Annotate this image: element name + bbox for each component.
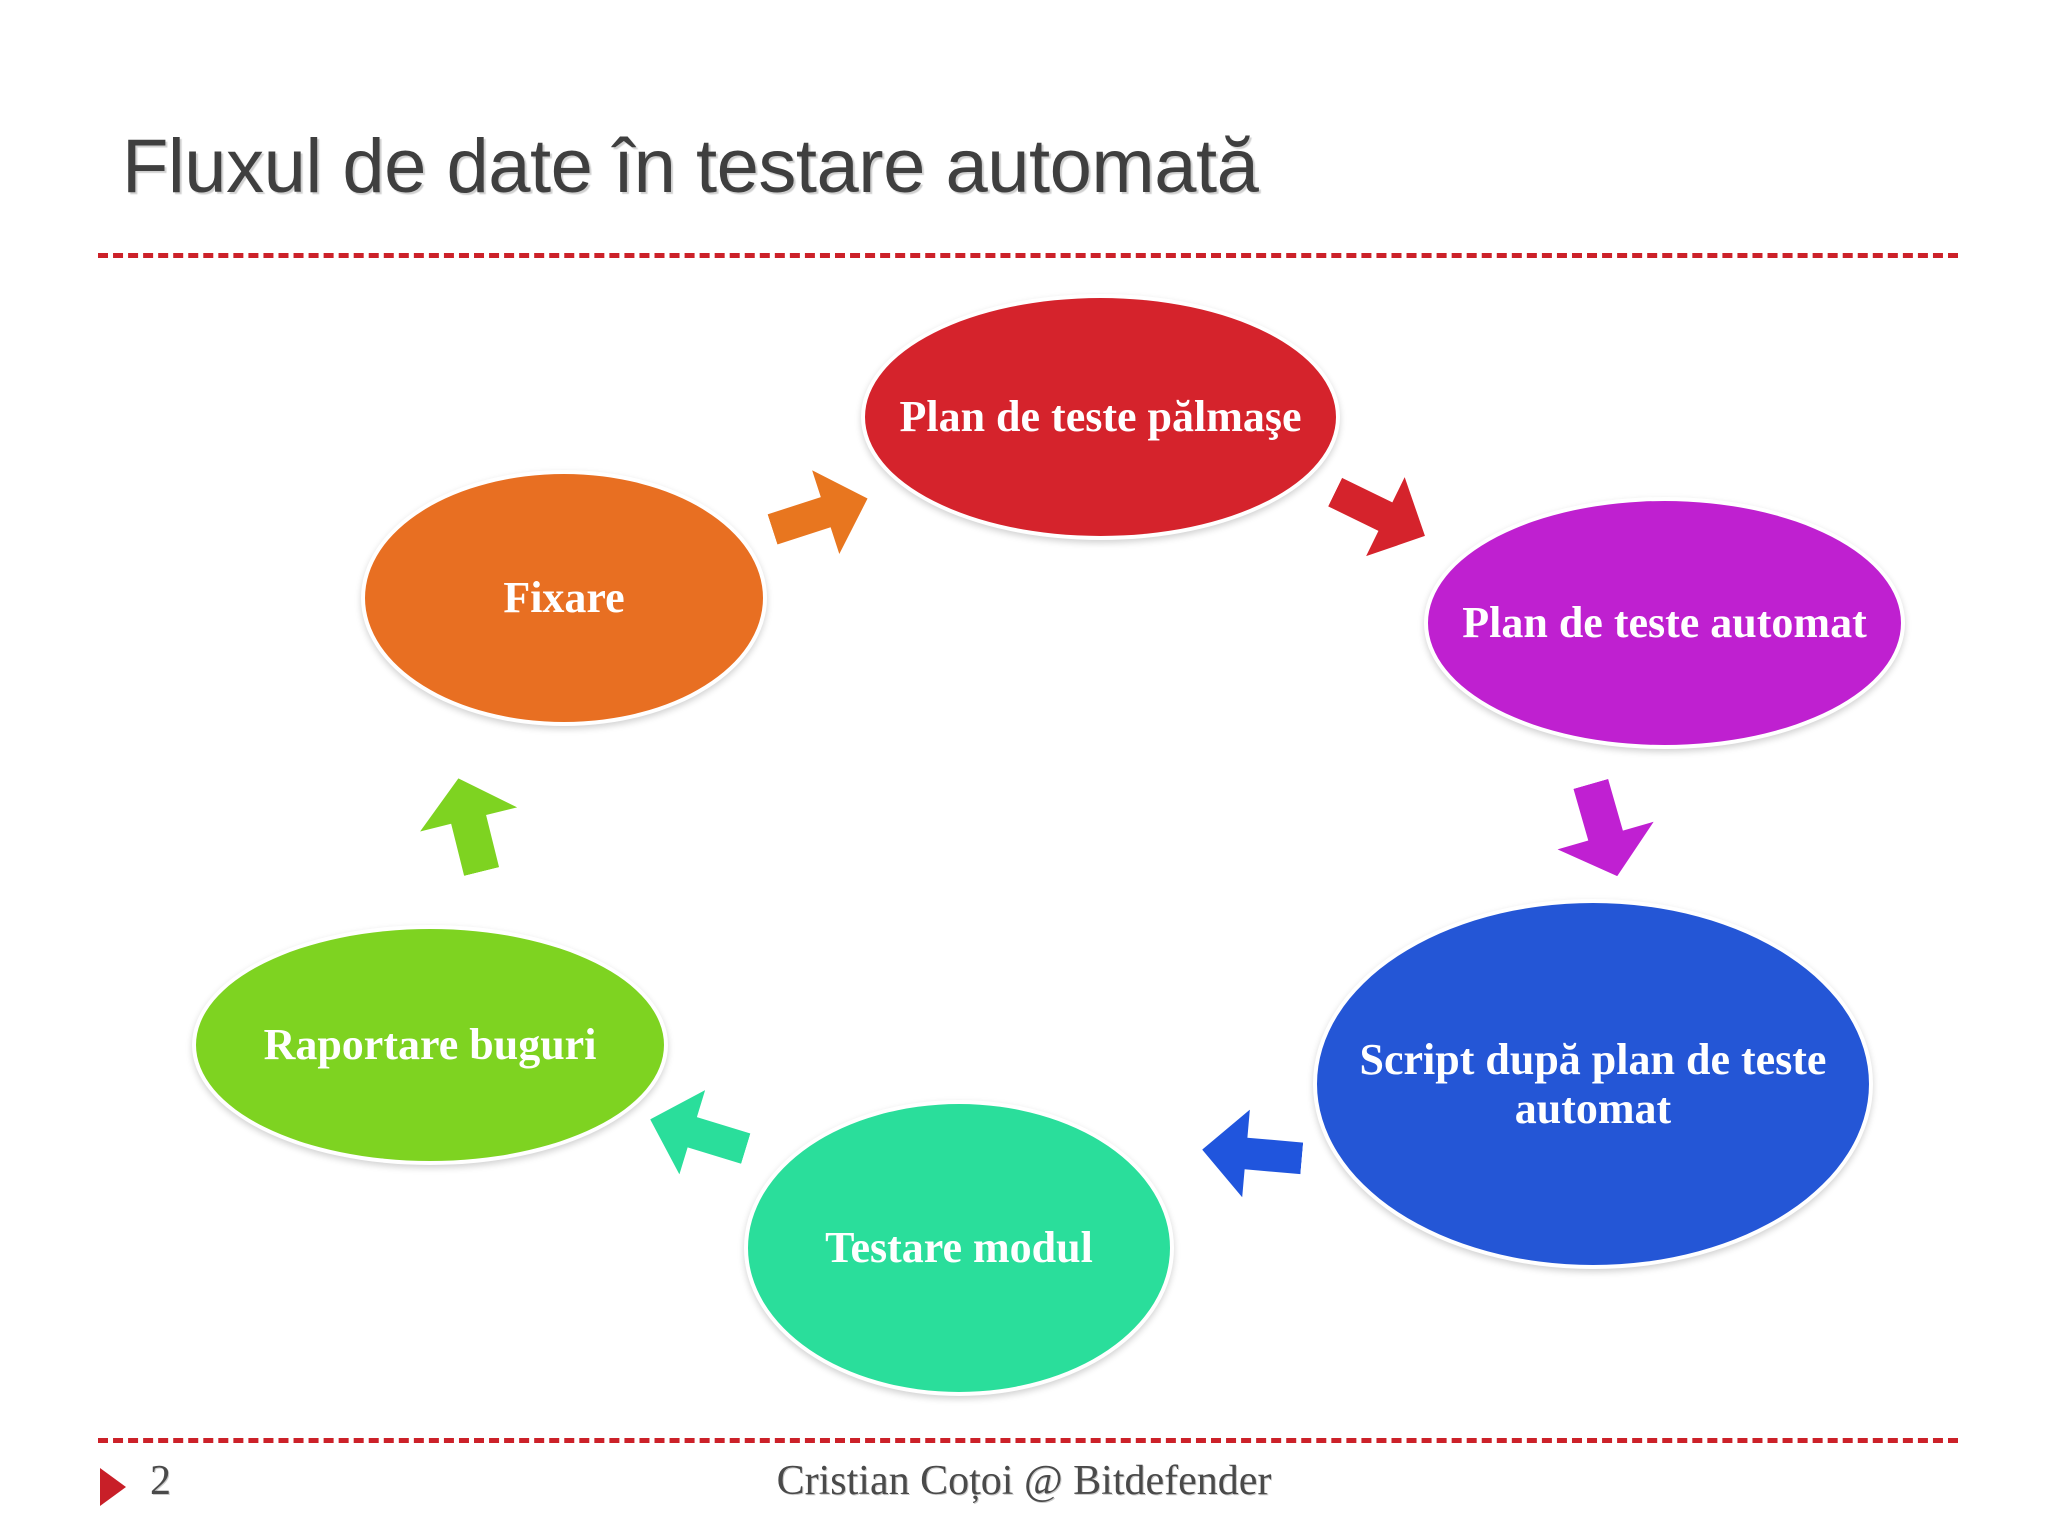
arrow-icon-script-to-test	[1198, 1106, 1305, 1202]
diagram-node-report[interactable]: Raportare buguri	[192, 925, 668, 1165]
diagram-node-plan-auto[interactable]: Plan de teste automat	[1424, 497, 1905, 749]
diagram-node-label: Plan de teste pălmaşe	[899, 392, 1302, 442]
page-title: Fluxul de date în testare automată	[122, 124, 1259, 209]
arrow-icon-plan-to-auto	[1316, 453, 1444, 576]
footer-credit: Cristian Coțoi @ Bitdefender	[776, 1458, 1272, 1504]
arrow-icon-report-to-fix	[410, 766, 530, 883]
diagram-node-label: Plan de teste automat	[1462, 598, 1867, 648]
arrow-icon-fix-to-plan	[759, 457, 881, 572]
diagram-node-script[interactable]: Script după plan de teste automat	[1313, 899, 1873, 1269]
arrow-icon-auto-to-script	[1543, 770, 1666, 890]
diagram-node-label: Testare modul	[825, 1223, 1093, 1273]
diagram-node-label: Fixare	[503, 573, 625, 623]
diagram-node-plan-manual[interactable]: Plan de teste pălmaşe	[861, 294, 1340, 540]
footer-divider	[98, 1438, 1958, 1443]
footer-bullet-icon	[100, 1468, 126, 1506]
title-divider-top	[98, 253, 1958, 258]
diagram-node-label: Script după plan de teste automat	[1359, 1034, 1827, 1133]
diagram-node-test-modul[interactable]: Testare modul	[744, 1100, 1174, 1396]
diagram-node-fix[interactable]: Fixare	[361, 470, 767, 726]
page-number: 2	[150, 1458, 171, 1504]
arrow-icon-test-to-report	[637, 1077, 758, 1190]
diagram-node-label: Raportare buguri	[263, 1020, 597, 1070]
